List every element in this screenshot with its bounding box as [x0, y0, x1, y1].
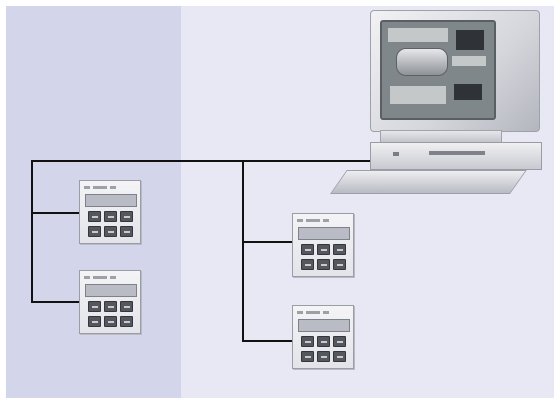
operator-panel-1 [79, 180, 141, 244]
operator-panel-3 [292, 213, 354, 277]
panel-display [85, 284, 137, 297]
panel-display [85, 194, 137, 207]
operator-panel-2 [79, 270, 141, 334]
panel-display [298, 227, 350, 240]
operator-panel-4 [292, 305, 354, 369]
motor-image [396, 48, 448, 76]
pc-workstation [330, 10, 548, 200]
keyboard [330, 170, 527, 194]
panel-display [298, 319, 350, 332]
desktop-unit [370, 142, 542, 170]
monitor-screen [380, 20, 496, 120]
